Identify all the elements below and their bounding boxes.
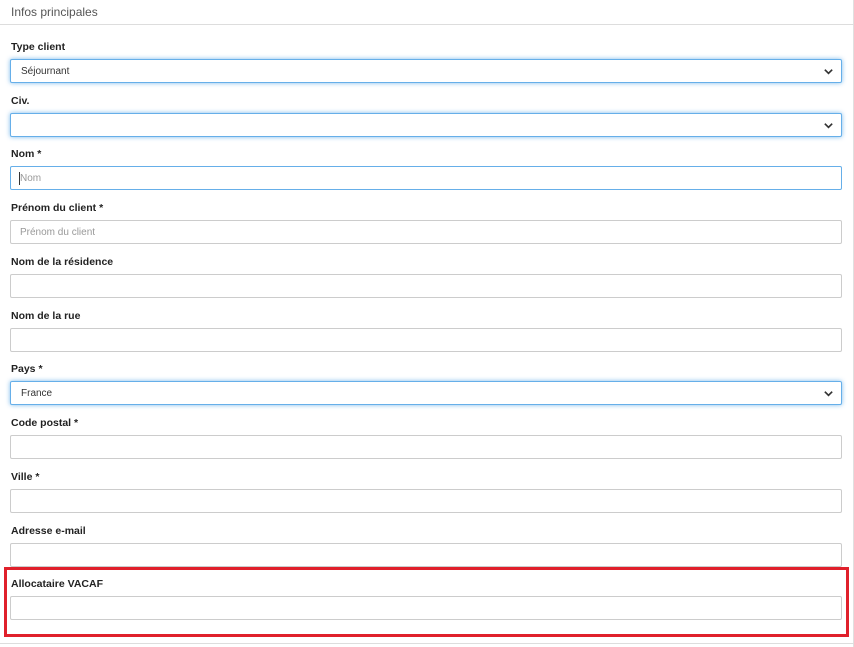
type-client-label: Type client [11, 41, 66, 53]
ville-label: Ville * [11, 471, 40, 483]
civ-select[interactable] [10, 113, 842, 137]
rue-input[interactable] [10, 328, 842, 352]
type-client-select[interactable]: Séjournant [10, 59, 842, 83]
email-label: Adresse e-mail [11, 525, 86, 537]
ville-input[interactable] [10, 489, 842, 513]
nom-label: Nom * [11, 148, 42, 160]
divider [0, 643, 854, 644]
civ-label: Civ. [11, 95, 30, 107]
prenom-placeholder: Prénom du client [20, 227, 96, 238]
pays-value: France [21, 388, 53, 399]
text-cursor [19, 172, 20, 185]
vacaf-input[interactable] [10, 596, 842, 620]
type-client-value: Séjournant [21, 66, 70, 77]
chevron-down-icon [824, 123, 833, 129]
highlight-box [4, 567, 849, 637]
residence-label: Nom de la résidence [11, 256, 114, 268]
nom-placeholder: Nom [20, 173, 42, 184]
section-header: Infos principales [0, 0, 854, 25]
residence-input[interactable] [10, 274, 842, 298]
email-input[interactable] [10, 543, 842, 567]
chevron-down-icon [824, 69, 833, 75]
rue-label: Nom de la rue [11, 310, 81, 322]
code-postal-input[interactable] [10, 435, 842, 459]
section-title: Infos principales [11, 5, 98, 19]
code-postal-label: Code postal * [11, 417, 79, 429]
pays-select[interactable]: France [10, 381, 842, 405]
nom-input[interactable]: Nom [10, 166, 842, 190]
pays-label: Pays * [11, 363, 43, 375]
vacaf-label: Allocataire VACAF [11, 578, 103, 590]
prenom-input[interactable]: Prénom du client [10, 220, 842, 244]
prenom-label: Prénom du client * [11, 202, 104, 214]
chevron-down-icon [824, 391, 833, 397]
